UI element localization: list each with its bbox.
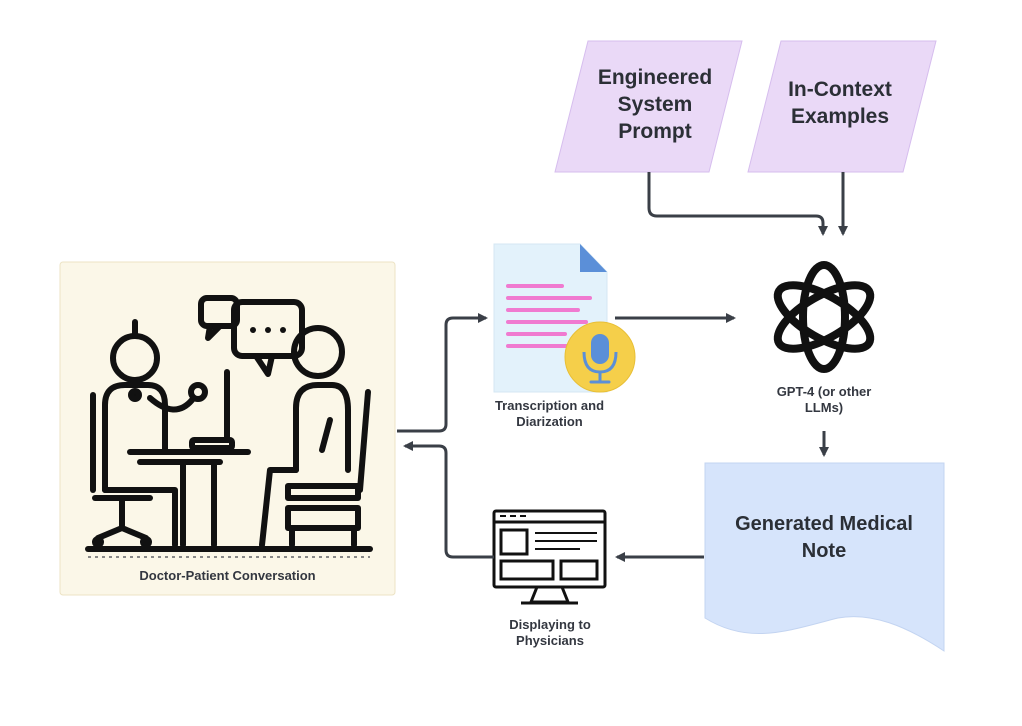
arrow-conversation-to-transcript: [397, 313, 488, 433]
system-prompt-label: Engineered System Prompt: [597, 66, 713, 143]
transcription-label: Transcription and Diarization: [494, 398, 605, 429]
medical-note-shape: [704, 462, 945, 652]
display-label: Displaying to Physicians: [509, 617, 591, 648]
llm-label: GPT-4 (or other LLMs): [776, 384, 872, 415]
examples-shape: [747, 40, 937, 173]
doctor-patient-icon: [85, 295, 373, 552]
arrow-prompt-to-llm: [647, 172, 828, 236]
monitor-icon: [492, 509, 607, 605]
transcript-document-icon: [493, 243, 636, 393]
examples-label: In-Context Examples: [788, 78, 892, 128]
medical-note-label: Generated Medical Note: [735, 513, 913, 562]
system-prompt-shape: [554, 40, 743, 173]
arrow-display-to-conversation: [403, 441, 494, 559]
conversation-label: Doctor-Patient Conversation: [139, 568, 316, 583]
openai-logo-icon: [773, 261, 875, 373]
